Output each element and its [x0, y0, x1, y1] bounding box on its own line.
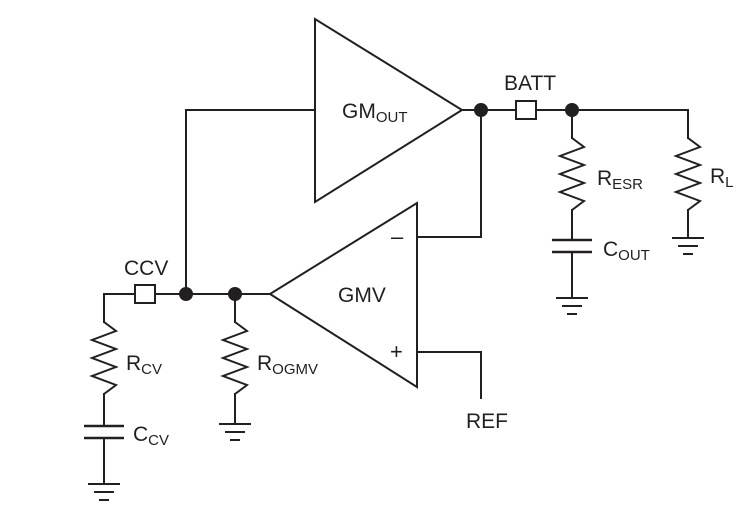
- resistor-r-ogmv-zigzag: [220, 321, 250, 395]
- gmv-triangle: [268, 201, 418, 389]
- junction-dot: [565, 103, 579, 117]
- wire-ccv-left: [103, 293, 136, 323]
- resistor-r-esr: RESR: [557, 137, 643, 211]
- wire-batt-rail: [535, 109, 689, 139]
- ccv-pin: CCV: [124, 257, 168, 304]
- junction-dot: [474, 103, 488, 117]
- r-ogmv-label: ROGMV: [257, 352, 318, 378]
- ground-icon: [556, 297, 588, 315]
- resistor-r-ogmv: ROGMV: [220, 321, 318, 395]
- resistor-r-l: RL: [673, 137, 734, 211]
- c-cv-label: CCV: [133, 423, 169, 449]
- batt-pin-box: [515, 100, 537, 120]
- gmv-amplifier: GMV – +: [268, 201, 418, 389]
- c-out-label: COUT: [603, 238, 650, 264]
- gmout-label: GMOUT: [342, 100, 408, 126]
- r-esr-label: RESR: [597, 167, 643, 193]
- r-cv-label: RCV: [126, 352, 162, 378]
- resistor-r-l-zigzag: [673, 137, 703, 211]
- wires: [103, 109, 689, 485]
- resistor-r-cv: RCV: [89, 321, 162, 395]
- junction-dots: [179, 103, 579, 301]
- gmout-amplifier: GMOUT: [314, 17, 464, 204]
- ground-icon: [672, 237, 704, 255]
- resistor-r-esr-zigzag: [557, 137, 587, 211]
- gmv-minus-sign: –: [391, 224, 404, 249]
- ground-icon: [219, 423, 251, 441]
- capacitor-c-out: COUT: [552, 238, 650, 264]
- r-l-label: RL: [710, 165, 734, 191]
- junction-dot: [179, 287, 193, 301]
- ccv-label: CCV: [124, 257, 168, 280]
- ccv-pin-box: [134, 284, 156, 304]
- wire-gmout-input: [185, 109, 316, 295]
- batt-pin: BATT: [504, 72, 556, 120]
- wire-ref: [416, 351, 482, 399]
- capacitor-c-cv: CCV: [84, 423, 169, 449]
- gmv-label: GMV: [338, 284, 386, 307]
- batt-label: BATT: [504, 72, 556, 95]
- gmout-triangle: [314, 17, 464, 204]
- gmv-plus-sign: +: [390, 339, 403, 364]
- wire-feedback-minus: [416, 109, 482, 238]
- ref-label: REF: [466, 410, 508, 433]
- junction-dot: [228, 287, 242, 301]
- ground-icon: [88, 483, 120, 501]
- resistor-r-cv-zigzag: [89, 321, 119, 395]
